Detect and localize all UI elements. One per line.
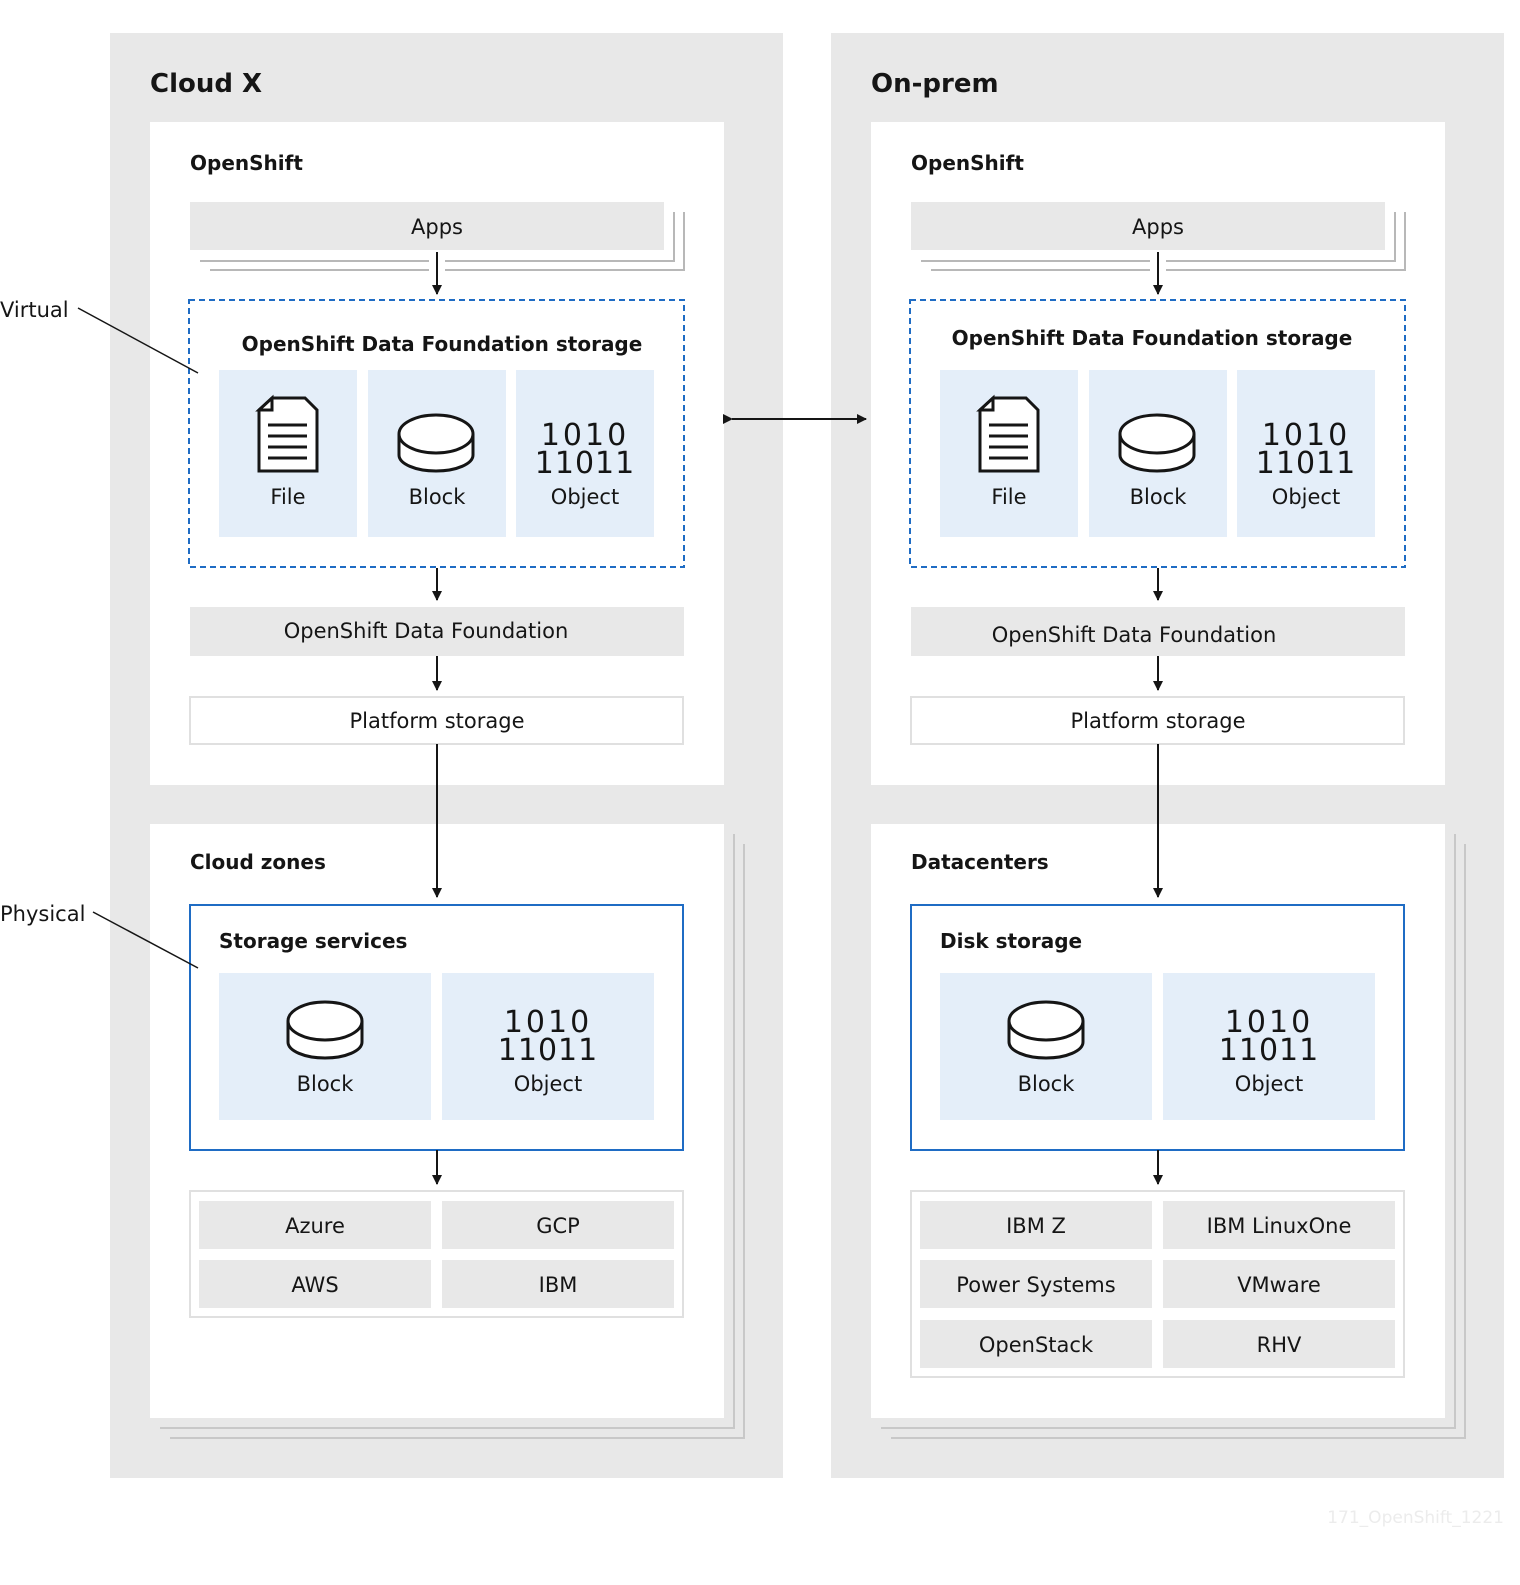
cloud-service-object-tile: 1010 11011 Object [442, 973, 654, 1120]
onprem-datacenters-title: Datacenters [911, 850, 1049, 874]
onprem-odf-box [911, 607, 1405, 656]
cloud-block-label: Block [409, 485, 467, 509]
svg-text:11011: 11011 [498, 1033, 598, 1068]
cloud-odf-box [190, 607, 684, 656]
onprem-apps-label: Apps [1132, 215, 1184, 239]
cloud-object-tile: 1010 11011 Object [516, 370, 654, 537]
svg-text:1010: 1010 [541, 418, 629, 453]
block-icon [1007, 1000, 1085, 1060]
onprem-file-label: File [991, 485, 1026, 509]
binary-icon: 1010 11011 [498, 1005, 598, 1068]
onprem-block-tile: Block [1089, 370, 1227, 537]
cloud-service-object-label: Object [514, 1072, 582, 1096]
onprem-platform-rhv: RHV [1163, 1320, 1395, 1368]
svg-text:IBM LinuxOne: IBM LinuxOne [1207, 1214, 1352, 1238]
cloud-service-block-tile: Block [219, 973, 431, 1120]
cloud-column: Cloud X OpenShift Apps OpenShift Data Fo… [110, 33, 783, 1478]
onprem-block-label: Block [1130, 485, 1188, 509]
svg-text:AWS: AWS [291, 1273, 338, 1297]
onprem-apps-box [911, 202, 1385, 250]
onprem-datacenters-stack [881, 834, 1466, 1439]
block-icon [286, 1000, 364, 1060]
onprem-disk-storage-title: Disk storage [940, 929, 1082, 953]
cloud-odf-storage-title: OpenShift Data Foundation storage [242, 332, 643, 356]
cloud-odf-label: OpenShift Data Foundation [284, 619, 569, 643]
svg-text:RHV: RHV [1257, 1333, 1302, 1357]
cloud-apps-box [190, 202, 664, 250]
cloud-title: Cloud X [150, 69, 262, 99]
onprem-service-object-label: Object [1235, 1072, 1303, 1096]
svg-text:11011: 11011 [535, 446, 635, 481]
physical-callout: Physical [0, 902, 199, 969]
binary-icon: 1010 11011 [1256, 418, 1356, 481]
onprem-platform-ibm-linuxone: IBM LinuxOne [1163, 1201, 1395, 1249]
svg-text:IBM: IBM [539, 1273, 578, 1297]
binary-icon: 1010 11011 [535, 418, 635, 481]
svg-text:VMware: VMware [1237, 1273, 1321, 1297]
cloud-provider-aws: AWS [199, 1260, 431, 1308]
cloud-storage-services-title: Storage services [219, 929, 407, 953]
svg-text:Power Systems: Power Systems [956, 1273, 1115, 1297]
figure-id-watermark: 171_OpenShift_1221 [1327, 1508, 1504, 1528]
onprem-title: On-prem [871, 69, 999, 99]
virtual-callout: Virtual [0, 298, 199, 374]
cloud-file-label: File [270, 485, 305, 509]
onprem-platform-vmware: VMware [1163, 1260, 1395, 1308]
cloud-object-label: Object [551, 485, 619, 509]
cloud-block-tile: Block [368, 370, 506, 537]
cloud-provider-gcp: GCP [442, 1201, 674, 1249]
onprem-column: On-prem OpenShift Apps OpenShift Data Fo… [831, 33, 1504, 1478]
onprem-object-tile: 1010 11011 Object [1237, 370, 1375, 537]
svg-text:1010: 1010 [1262, 418, 1350, 453]
svg-text:1010: 1010 [1225, 1005, 1313, 1040]
virtual-label: Virtual [0, 298, 69, 322]
onprem-odf-storage-title: OpenShift Data Foundation storage [952, 326, 1353, 350]
onprem-apps-stack [921, 212, 1406, 271]
onprem-platform-ibm-z: IBM Z [920, 1201, 1152, 1249]
cloud-zones-stack [160, 834, 745, 1439]
physical-label: Physical [0, 902, 85, 926]
svg-text:OpenStack: OpenStack [979, 1333, 1094, 1357]
file-icon [255, 394, 319, 473]
onprem-platform-openstack: OpenStack [920, 1320, 1152, 1368]
onprem-service-block-tile: Block [940, 973, 1152, 1120]
cloud-provider-azure: Azure [199, 1201, 431, 1249]
onprem-platform-storage-box [910, 696, 1405, 745]
block-icon [397, 413, 475, 473]
onprem-platform-power-systems: Power Systems [920, 1260, 1152, 1308]
onprem-odf-label: OpenShift Data Foundation [992, 623, 1277, 647]
svg-text:11011: 11011 [1256, 446, 1356, 481]
onprem-service-object-tile: 1010 11011 Object [1163, 973, 1375, 1120]
cloud-platform-storage-label: Platform storage [349, 709, 524, 733]
cloud-zones-title: Cloud zones [190, 850, 326, 874]
svg-text:GCP: GCP [536, 1214, 580, 1238]
cloud-apps-label: Apps [411, 215, 463, 239]
svg-text:1010: 1010 [504, 1005, 592, 1040]
cloud-provider-ibm: IBM [442, 1260, 674, 1308]
cloud-apps-stack [200, 212, 685, 271]
block-icon [1118, 413, 1196, 473]
cloud-service-block-label: Block [297, 1072, 355, 1096]
onprem-file-tile: File [940, 370, 1078, 537]
svg-text:IBM Z: IBM Z [1006, 1214, 1066, 1238]
cloud-platform-storage-box [189, 696, 684, 745]
cloud-file-tile: File [219, 370, 357, 537]
svg-text:11011: 11011 [1219, 1033, 1319, 1068]
onprem-service-block-label: Block [1018, 1072, 1076, 1096]
binary-icon: 1010 11011 [1219, 1005, 1319, 1068]
cloud-openshift-label: OpenShift [190, 151, 303, 175]
onprem-object-label: Object [1272, 485, 1340, 509]
file-icon [976, 394, 1040, 473]
onprem-openshift-label: OpenShift [911, 151, 1024, 175]
onprem-platform-storage-label: Platform storage [1070, 709, 1245, 733]
svg-text:Azure: Azure [285, 1214, 345, 1238]
